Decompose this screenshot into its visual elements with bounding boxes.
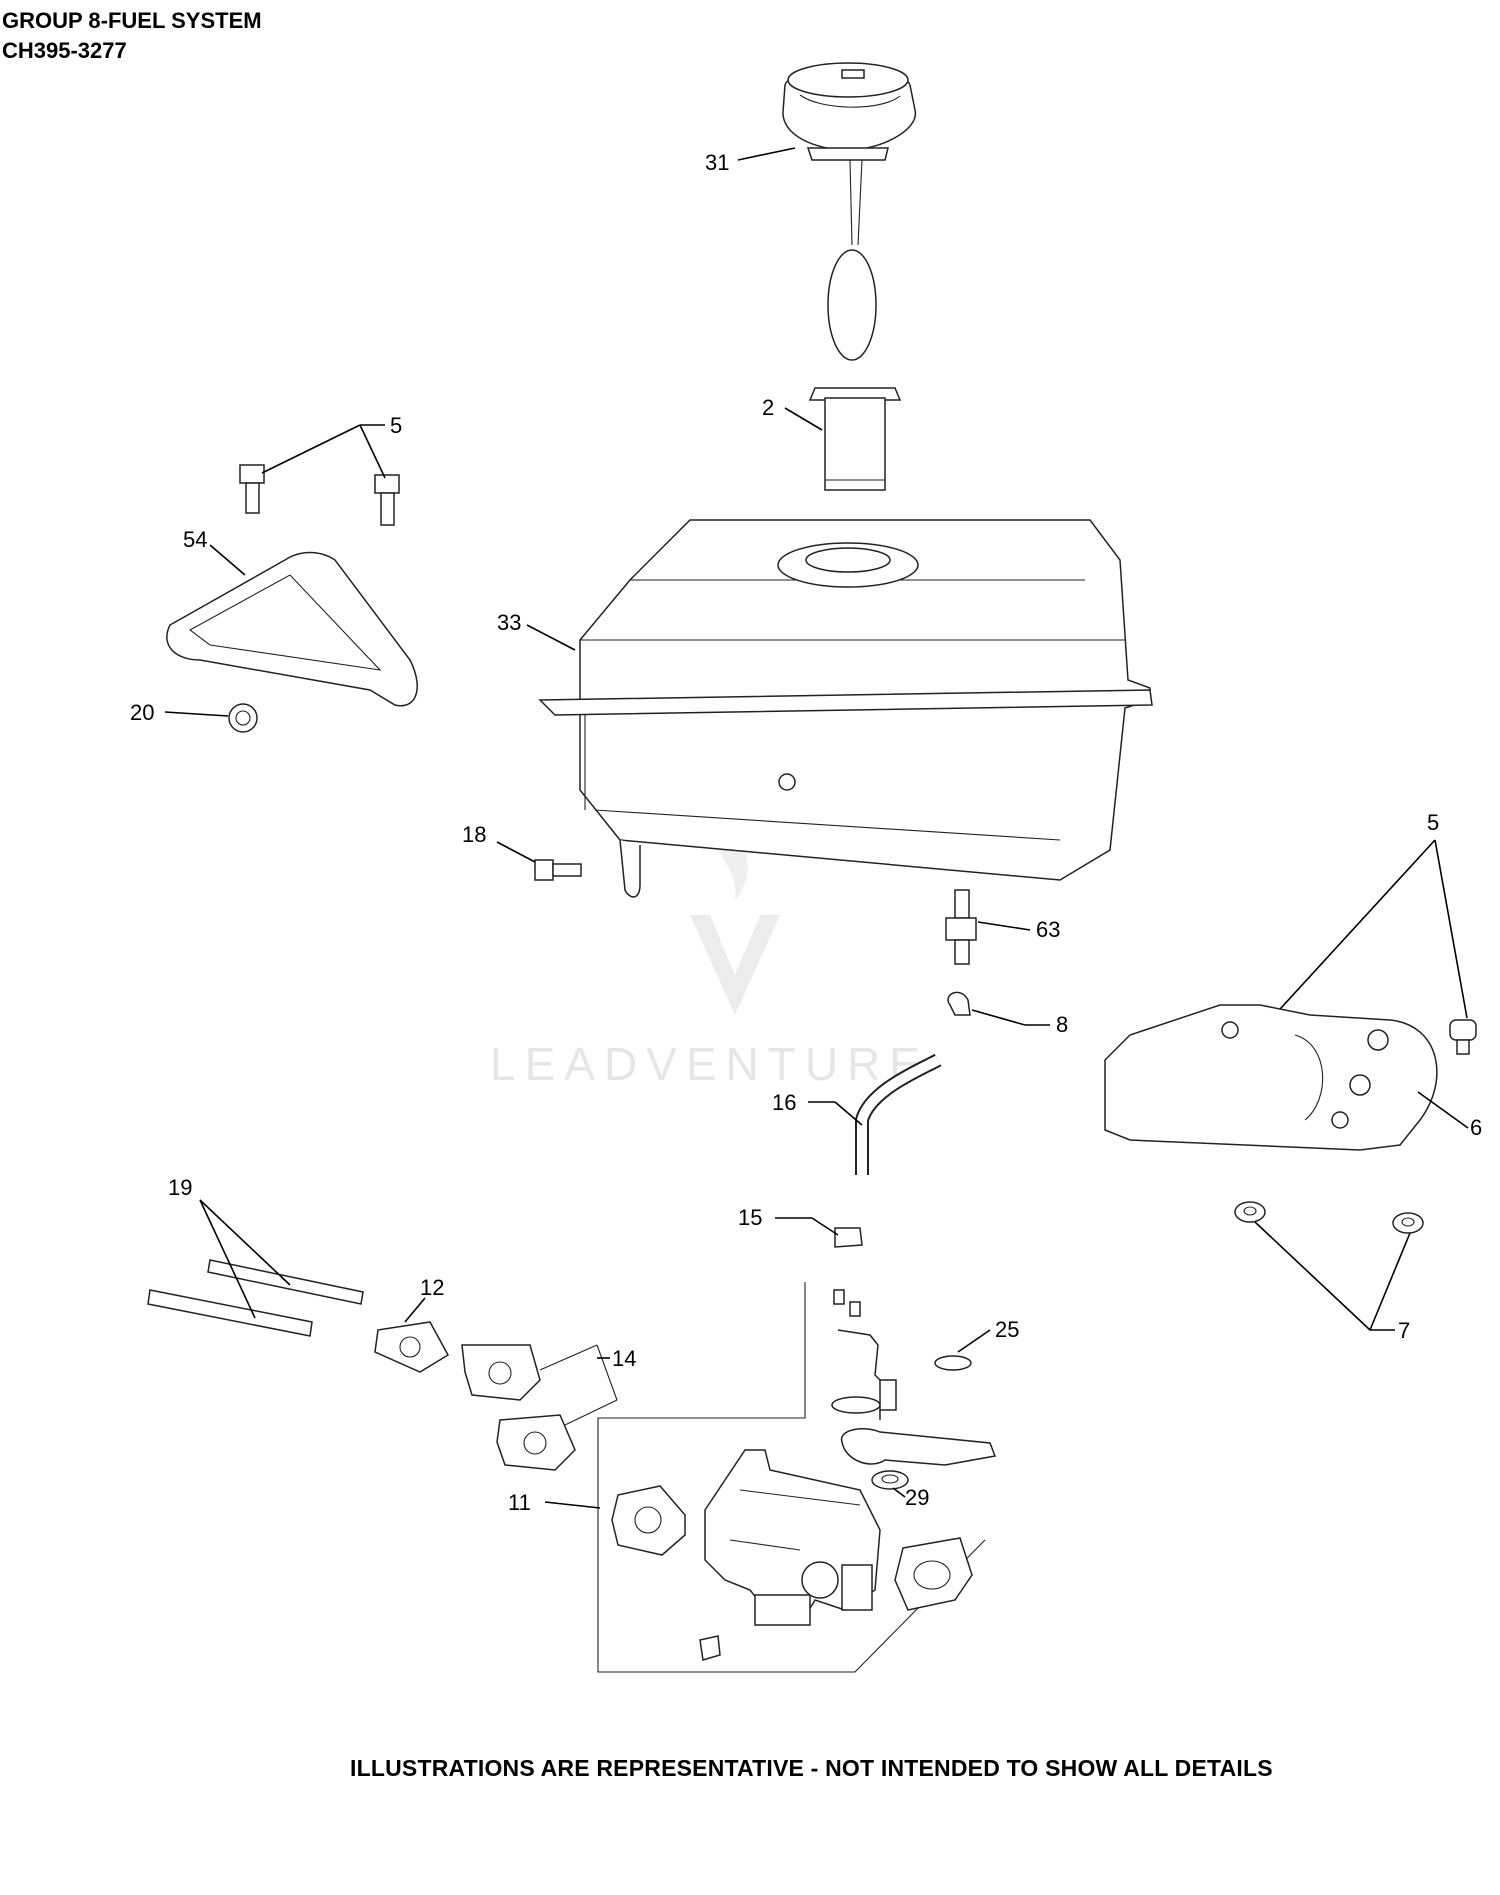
callout-16: 16 — [772, 1090, 796, 1115]
flat-washer — [934, 1355, 972, 1371]
callout-12: 12 — [420, 1275, 444, 1300]
callout-5-upper: 5 — [390, 413, 402, 438]
carburetor-gasket — [496, 1414, 576, 1471]
disclaimer-text: ILLUSTRATIONS ARE REPRESENTATIVE - NOT I… — [350, 1755, 1273, 1781]
callout-14: 14 — [612, 1346, 636, 1371]
washer-a — [1234, 1201, 1266, 1223]
callout-2: 2 — [762, 395, 774, 420]
callout-5-right: 5 — [1427, 810, 1439, 835]
bushing — [871, 1470, 909, 1490]
callout-7: 7 — [1398, 1318, 1410, 1343]
stud-b — [147, 1289, 313, 1337]
watermark-logo: LEADVENTURE — [490, 820, 929, 1090]
intake-gasket — [374, 1321, 450, 1373]
fuel-strainer — [808, 387, 902, 491]
callout-6: 6 — [1470, 1115, 1482, 1140]
fuel-tank — [538, 519, 1153, 898]
callout-33: 33 — [497, 610, 521, 635]
watermark-text: LEADVENTURE — [490, 1038, 929, 1090]
tank-bolt — [534, 859, 582, 881]
callout-25: 25 — [995, 1317, 1019, 1342]
model-number: CH395-3277 — [2, 38, 127, 63]
washer-b — [1392, 1212, 1424, 1234]
carburetor-spacer — [461, 1344, 541, 1401]
linkage-parts — [831, 1289, 897, 1420]
callout-20: 20 — [130, 700, 154, 725]
bolt-left-b — [374, 474, 400, 526]
carburetor — [611, 1449, 973, 1661]
callout-18: 18 — [462, 822, 486, 847]
fuel-shutoff-valve — [945, 889, 977, 965]
hose-clamp — [947, 991, 971, 1016]
callout-11: 11 — [508, 1490, 531, 1515]
callout-29: 29 — [905, 1485, 929, 1510]
callout-19: 19 — [168, 1175, 192, 1200]
stud-a — [207, 1259, 364, 1305]
bolt-left-a — [239, 464, 265, 514]
callout-63: 63 — [1036, 917, 1060, 942]
throttle-lever — [840, 1428, 997, 1466]
fuel-line-clip — [834, 1227, 863, 1248]
flange-nut — [228, 703, 258, 733]
fuel-cap — [782, 62, 916, 361]
callout-31: 31 — [705, 150, 729, 175]
bolt-right-b — [1449, 1019, 1477, 1055]
callout-15: 15 — [738, 1205, 762, 1230]
callout-8: 8 — [1056, 1012, 1068, 1037]
fuel-line — [855, 1053, 942, 1175]
callout-54: 54 — [183, 527, 207, 552]
carburetor-kit-outline — [597, 1282, 986, 1673]
diagram-title: GROUP 8-FUEL SYSTEM — [2, 8, 262, 33]
tank-support-bracket — [1104, 1004, 1438, 1151]
tank-bracket — [166, 551, 418, 707]
